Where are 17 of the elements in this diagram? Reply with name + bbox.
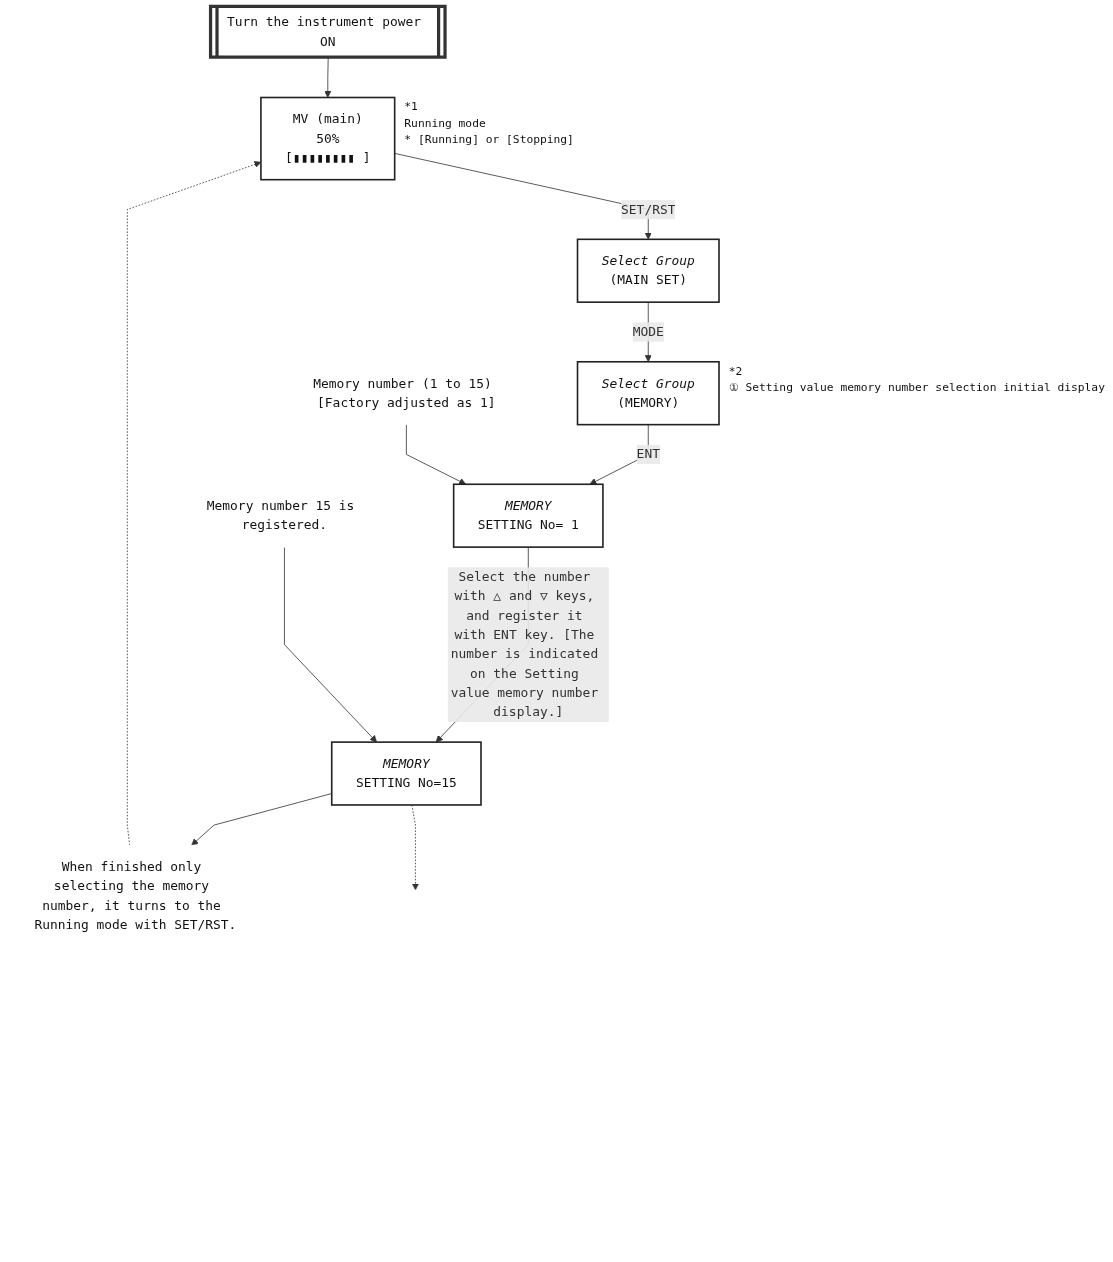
node-text: Memory number (1 to 15) [Factory adjusted as 1]	[313, 375, 496, 411]
annotation-text: *2	[728, 364, 743, 378]
node-box: MEMORY SETTING No=15	[330, 741, 482, 806]
edge-label: MODE	[632, 323, 664, 340]
edge-label: SET/RST	[621, 201, 676, 217]
annotation-text: *1	[404, 100, 418, 114]
node-box: MV (main) 50% [▮▮▮▮▮▮▮▮ ]	[260, 96, 396, 181]
node-box: Select Group (MEMORY)	[576, 361, 720, 426]
node-box: Select Group (MAIN SET)	[576, 238, 720, 303]
node-text: When finished only selecting the memory number, it turns to the Running mode with SET/RST.	[34, 858, 237, 933]
node-box: MEMORY SETTING No= 1	[452, 483, 604, 548]
annotation-text: ① Setting value memory number selection initial display	[728, 380, 1105, 394]
node-text: Memory number 15 is registered.	[206, 497, 355, 533]
annotation-text: * [Running] or [Stopping]	[404, 132, 574, 146]
edge-label: ENT	[636, 446, 660, 462]
edge-label: Select the number with △ and ▽ keys, and register it with ENT key. [The number is indicated on the Setting value memory number display.]	[450, 568, 599, 720]
annotation-text: Running mode	[404, 116, 486, 130]
